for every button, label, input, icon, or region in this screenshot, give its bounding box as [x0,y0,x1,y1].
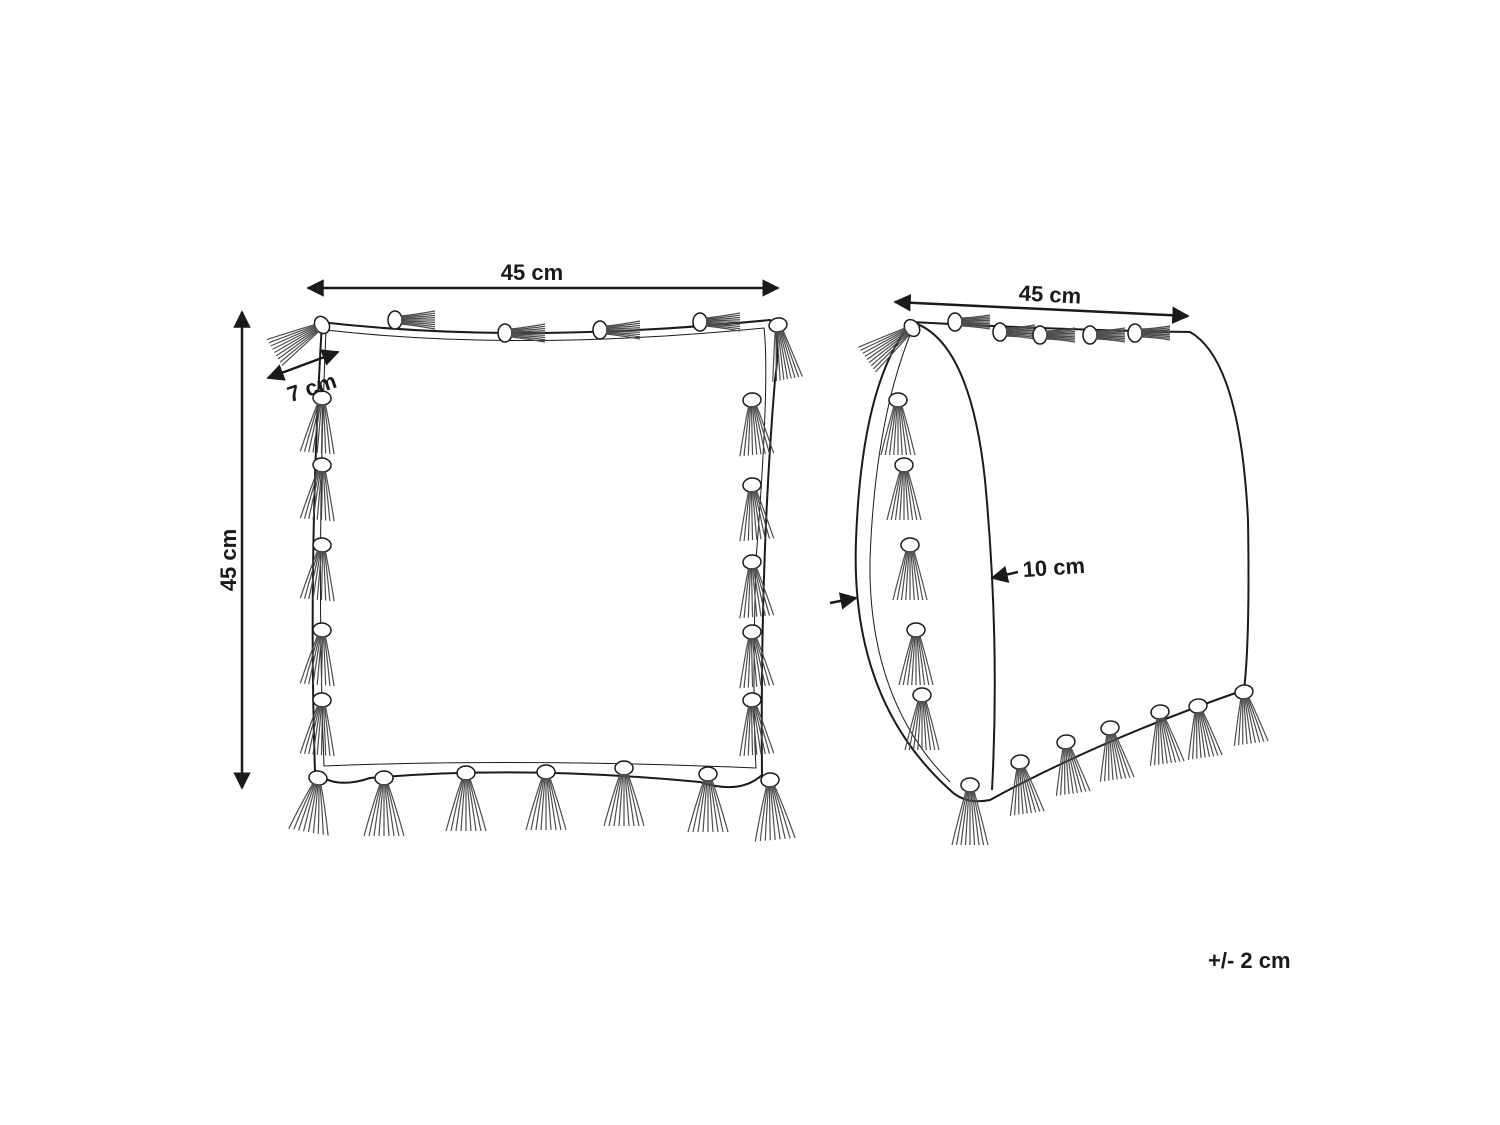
tolerance-note: +/- 2 cm [1208,948,1291,973]
front-height-label: 45 cm [216,529,241,591]
side-width-label: 45 cm [1018,280,1082,308]
front-pillow-outline [311,318,779,789]
tassel [497,323,546,343]
tassel [299,457,335,522]
tassel [754,772,796,842]
tassel [739,477,775,542]
tassel [947,312,991,332]
tassel [363,770,405,837]
tassel [951,777,989,846]
side-tassels [858,312,1269,846]
tassel [1055,734,1091,796]
tassel [739,392,775,457]
tassel [1127,323,1171,343]
tassel [288,770,329,836]
front-view: 45 cm 45 cm 7 cm [216,260,803,842]
front-pillow-seam [319,327,767,769]
side-depth-arrow-left [829,592,858,610]
tassel [445,765,487,832]
side-pillow-seam [869,329,951,783]
tassel [1032,325,1076,345]
tassel [692,312,741,332]
tassel [880,392,916,456]
tassel [299,622,335,687]
tassel [387,310,436,330]
tassel [299,537,335,602]
front-width-label: 45 cm [501,260,563,285]
side-depth-label: 10 cm [1022,553,1086,582]
tassel [299,390,335,455]
side-depth-arrow-right [990,565,1019,583]
tassel [898,622,934,686]
tassel [1149,704,1185,766]
side-pillow-front-face [911,321,996,791]
side-view: 45 cm 10 cm [829,280,1269,846]
tassel [739,624,775,689]
tassel [603,760,645,827]
front-tassels [266,310,803,842]
tassel [1233,684,1269,746]
tassel [768,317,803,382]
tassel [886,457,922,521]
tassel [992,322,1036,342]
side-width-arrow [893,294,1190,324]
tassel [592,320,641,340]
tassel [739,554,775,619]
tassel [904,687,940,751]
tassel [1099,720,1135,782]
tassel-length-label: 7 cm [284,368,339,407]
tassel [892,537,928,601]
tassel [739,692,775,757]
tassel [687,766,729,833]
tassel-length-arrow [266,349,340,381]
tassel [525,764,567,831]
side-pillow-outline [854,320,1250,803]
tassel [1082,325,1126,345]
tassel [299,692,335,757]
tassel [1009,754,1045,816]
tassel [858,318,921,373]
tassel [1187,698,1223,760]
